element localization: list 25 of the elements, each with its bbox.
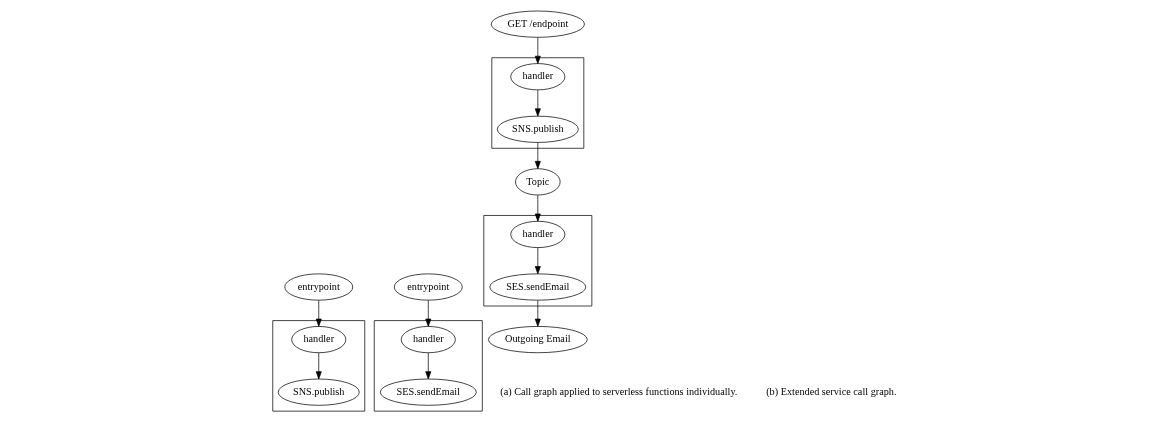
- label: (a) Call graph applied to serverless functions individually.: [499, 385, 737, 397]
- arrow: [315, 352, 322, 380]
- node-ellipse: SES.sendEmail: [379, 378, 477, 406]
- arrow: [315, 300, 322, 327]
- node-ellipse: Outgoing Email: [487, 326, 588, 354]
- arrow: [424, 352, 431, 380]
- arrow: [534, 37, 541, 64]
- arrow: [534, 89, 541, 117]
- node-ellipse: entrypoint: [393, 273, 463, 301]
- arrow: [424, 300, 431, 327]
- node-ellipse: handler: [509, 63, 565, 91]
- arrow: [534, 300, 541, 327]
- node-ellipse: SNS.publish: [496, 115, 579, 143]
- arrow: [534, 194, 541, 222]
- node-ellipse: SNS.publish: [277, 378, 360, 406]
- arrow: [534, 142, 541, 170]
- node-ellipse: Topic: [514, 168, 560, 196]
- label: (b) Extended service call graph.: [765, 385, 896, 397]
- node-ellipse: GET /endpoint: [490, 10, 585, 38]
- node-ellipse: SES.sendEmail: [488, 273, 586, 301]
- node-ellipse: entrypoint: [283, 273, 353, 301]
- node-ellipse: handler: [290, 326, 346, 354]
- arrow: [534, 247, 541, 275]
- node-ellipse: handler: [509, 220, 565, 248]
- node-ellipse: handler: [400, 326, 456, 354]
